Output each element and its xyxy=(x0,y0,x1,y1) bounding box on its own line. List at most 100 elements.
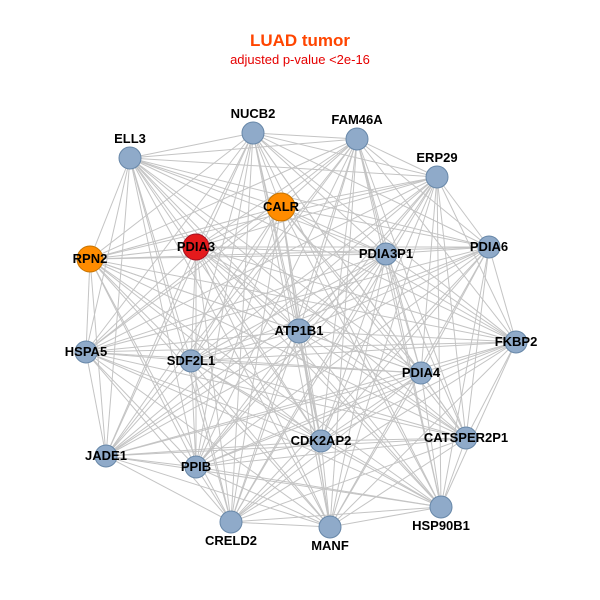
edge xyxy=(280,138,358,208)
node-label-CATSPER2P1: CATSPER2P1 xyxy=(424,430,508,445)
plot-subtitle: adjusted p-value <2e-16 xyxy=(230,52,370,67)
edge xyxy=(89,258,442,508)
node-label-PDIA6: PDIA6 xyxy=(470,239,508,254)
edge xyxy=(85,351,322,442)
edge xyxy=(85,351,442,508)
edge xyxy=(488,246,517,343)
node-CRELD2 xyxy=(219,510,243,534)
edge xyxy=(436,176,467,439)
edge xyxy=(105,206,282,457)
edge xyxy=(105,440,322,457)
edge xyxy=(320,372,422,442)
edge xyxy=(195,466,442,508)
node-ATP1B1 xyxy=(286,318,312,344)
edge xyxy=(129,157,490,248)
edge xyxy=(129,157,232,523)
edge xyxy=(85,351,331,528)
node-NUCB2 xyxy=(241,121,265,145)
edge xyxy=(190,360,422,374)
node-ERP29 xyxy=(425,165,449,189)
edge xyxy=(129,157,331,528)
edge xyxy=(89,253,387,260)
edge xyxy=(190,206,282,362)
edge xyxy=(436,176,490,248)
edge xyxy=(195,246,387,255)
edges-layer xyxy=(85,132,517,528)
node-label-NUCB2: NUCB2 xyxy=(231,106,276,121)
plot-title: LUAD tumor xyxy=(250,31,350,50)
edge xyxy=(85,132,254,353)
edge xyxy=(298,330,322,442)
edge xyxy=(298,330,422,374)
node-label-JADE1: JADE1 xyxy=(85,448,127,463)
edge xyxy=(195,246,322,442)
edge xyxy=(280,206,467,439)
edge xyxy=(85,351,107,457)
edge xyxy=(190,341,517,362)
node-label-SDF2L1: SDF2L1 xyxy=(167,353,215,368)
edge xyxy=(129,157,422,374)
edge xyxy=(356,138,438,178)
node-label-ERP29: ERP29 xyxy=(416,150,457,165)
edge xyxy=(195,246,490,468)
edge xyxy=(320,246,490,442)
edge xyxy=(105,246,197,457)
edge xyxy=(195,372,422,468)
edge xyxy=(298,253,387,332)
node-PPIB xyxy=(184,455,208,479)
edge xyxy=(440,341,517,508)
node-label-PDIA3: PDIA3 xyxy=(177,239,215,254)
node-HSP90B1 xyxy=(429,495,453,519)
node-PDIA3P1 xyxy=(374,242,398,266)
edge xyxy=(436,176,442,508)
node-CATSPER2P1 xyxy=(454,426,478,450)
edge xyxy=(385,246,490,255)
edge xyxy=(85,330,300,353)
edge xyxy=(89,258,322,442)
node-label-HSP90B1: HSP90B1 xyxy=(412,518,470,533)
node-CALR xyxy=(266,192,296,222)
edge xyxy=(85,253,387,353)
edge xyxy=(280,206,422,374)
edge xyxy=(280,176,438,208)
edge xyxy=(85,138,358,353)
edge xyxy=(89,157,131,260)
edge xyxy=(329,246,490,528)
edge xyxy=(195,246,232,523)
edge xyxy=(89,246,197,260)
edge xyxy=(230,246,490,523)
edge xyxy=(420,246,490,374)
edge xyxy=(230,521,331,528)
edge xyxy=(280,206,490,248)
edge xyxy=(420,341,517,374)
node-label-CALR: CALR xyxy=(263,199,300,214)
edge xyxy=(356,138,442,508)
edge xyxy=(195,253,387,468)
edge xyxy=(89,138,358,260)
node-label-PDIA4: PDIA4 xyxy=(402,365,441,380)
node-JADE1 xyxy=(94,444,118,468)
edge xyxy=(89,206,282,260)
edge xyxy=(89,176,438,260)
edge xyxy=(105,138,358,457)
edge xyxy=(129,132,254,159)
edge xyxy=(329,437,467,528)
edge xyxy=(89,258,232,523)
edge xyxy=(280,206,517,343)
edge xyxy=(195,437,467,468)
edge xyxy=(85,176,438,353)
edge xyxy=(329,253,387,528)
edge xyxy=(195,132,254,468)
node-PDIA6 xyxy=(477,235,501,259)
edge xyxy=(436,176,517,343)
edge xyxy=(195,246,442,508)
edge xyxy=(298,138,358,332)
edge xyxy=(320,176,438,442)
edge xyxy=(320,440,442,508)
node-label-FKBP2: FKBP2 xyxy=(495,334,538,349)
edge xyxy=(329,506,442,528)
node-FAM46A xyxy=(345,127,369,151)
edge xyxy=(89,258,467,439)
